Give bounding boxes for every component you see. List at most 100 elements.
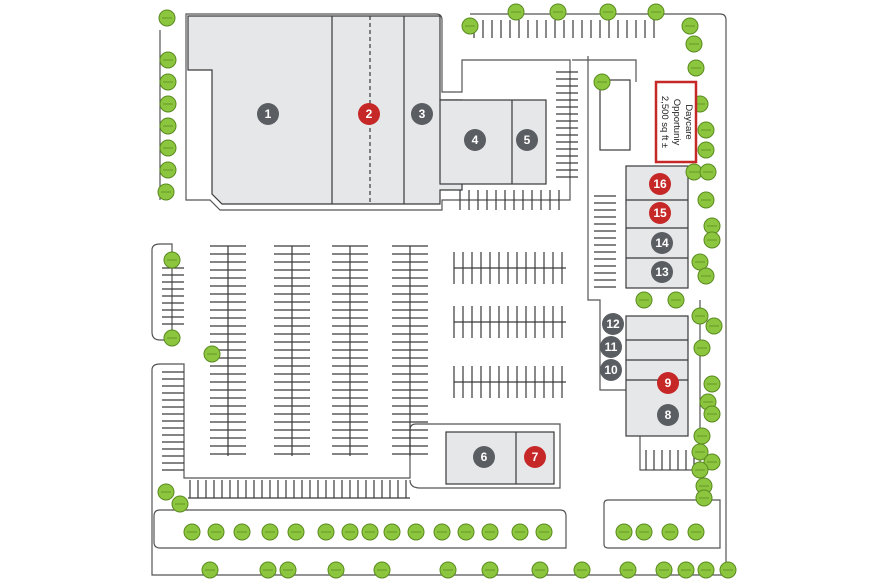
unit-number: 13: [655, 265, 669, 279]
tree-icon: [655, 561, 673, 579]
unit-marker-3[interactable]: 3: [411, 103, 433, 125]
unit-marker-11[interactable]: 11: [600, 336, 622, 358]
unit-marker-15[interactable]: 15: [649, 202, 671, 224]
tree-icon: [287, 523, 305, 541]
tree-icon: [697, 191, 715, 209]
tree-icon: [207, 523, 225, 541]
tree-icon: [407, 523, 425, 541]
callout-line-1: Daycare: [683, 104, 694, 139]
tree-icon: [481, 523, 499, 541]
unit-marker-circle: [649, 202, 671, 224]
tree-icon: [327, 561, 345, 579]
callout-border: [654, 80, 698, 164]
unit-marker-circle: [257, 103, 279, 125]
tree-icon: [693, 339, 711, 357]
tree-icon: [635, 523, 653, 541]
unit-marker-10[interactable]: 10: [600, 359, 622, 381]
tree-icon: [261, 523, 279, 541]
unit-marker-8[interactable]: 8: [657, 404, 679, 426]
tree-icon: [719, 561, 737, 579]
unit-number: 2: [366, 107, 373, 121]
unit-number: 12: [606, 317, 620, 331]
unit-number: 14: [655, 236, 669, 250]
unit-marker-circle: [657, 404, 679, 426]
unit-marker-16[interactable]: 16: [649, 173, 671, 195]
tree-icon: [687, 59, 705, 77]
unit-marker-circle: [516, 129, 538, 151]
tree-icon: [159, 139, 177, 157]
tree-icon: [691, 443, 709, 461]
tree-icon: [433, 523, 451, 541]
tree-icon: [697, 267, 715, 285]
tree-icon: [511, 523, 529, 541]
unit-number: 16: [653, 177, 667, 191]
tree-icon: [203, 345, 221, 363]
building-8-12: [625, 315, 689, 437]
trees: [157, 3, 737, 579]
unit-marker-4[interactable]: 4: [464, 129, 486, 151]
unit-marker-5[interactable]: 5: [516, 129, 538, 151]
unit-number: 8: [665, 408, 672, 422]
tree-icon: [341, 523, 359, 541]
tree-icon: [481, 561, 499, 579]
tree-icon: [685, 35, 703, 53]
tree-icon: [163, 251, 181, 269]
tree-icon: [697, 141, 715, 159]
tree-icon: [159, 95, 177, 113]
tree-icon: [697, 121, 715, 139]
unit-marker-9[interactable]: 9: [657, 372, 679, 394]
tree-icon: [693, 427, 711, 445]
tree-icon: [549, 3, 567, 21]
tree-icon: [703, 375, 721, 393]
unit-marker-7[interactable]: 7: [524, 446, 546, 468]
unit-marker-1[interactable]: 1: [257, 103, 279, 125]
unit-marker-circle: [602, 313, 624, 335]
buildings: [187, 15, 689, 485]
parking-stalls: [162, 20, 695, 499]
unit-marker-12[interactable]: 12: [602, 313, 624, 335]
tree-icon: [183, 523, 201, 541]
unit-marker-14[interactable]: 14: [651, 232, 673, 254]
tree-icon: [703, 453, 721, 471]
tree-icon: [573, 561, 591, 579]
daycare-callout[interactable]: Daycare Opportuniy 2,500 sq ft ±: [654, 80, 698, 164]
tree-icon: [383, 523, 401, 541]
tree-icon: [681, 17, 699, 35]
tree-icon: [157, 183, 175, 201]
tree-icon: [647, 3, 665, 21]
tree-icon: [157, 483, 175, 501]
unit-marker-circle: [473, 446, 495, 468]
tree-icon: [699, 163, 717, 181]
tree-icon: [201, 561, 219, 579]
callout-line-2: Opportuniy: [671, 99, 682, 146]
site-boundary: [151, 13, 727, 576]
unit-marker-circle: [649, 173, 671, 195]
tree-icon: [703, 231, 721, 249]
tree-icon: [507, 3, 525, 21]
unit-number: 5: [524, 133, 531, 147]
tree-icon: [593, 73, 611, 91]
tree-icon: [697, 561, 715, 579]
tree-icon: [635, 291, 653, 309]
unit-marker-13[interactable]: 13: [651, 261, 673, 283]
unit-number: 3: [419, 107, 426, 121]
tree-icon: [279, 561, 297, 579]
unit-marker-6[interactable]: 6: [473, 446, 495, 468]
tree-icon: [159, 73, 177, 91]
tree-icon: [171, 495, 189, 513]
unit-marker-circle: [657, 372, 679, 394]
tree-icon: [705, 317, 723, 335]
tree-icon: [159, 117, 177, 135]
tree-icon: [687, 523, 705, 541]
tree-icon: [677, 561, 695, 579]
tree-icon: [531, 561, 549, 579]
unit-marker-2[interactable]: 2: [358, 103, 380, 125]
unit-number: 11: [605, 340, 618, 354]
unit-marker-circle: [358, 103, 380, 125]
tree-icon: [691, 307, 709, 325]
unit-number: 10: [604, 363, 618, 377]
unit-marker-circle: [651, 261, 673, 283]
unit-marker-circle: [411, 103, 433, 125]
pad-building-6-7: [445, 431, 555, 485]
